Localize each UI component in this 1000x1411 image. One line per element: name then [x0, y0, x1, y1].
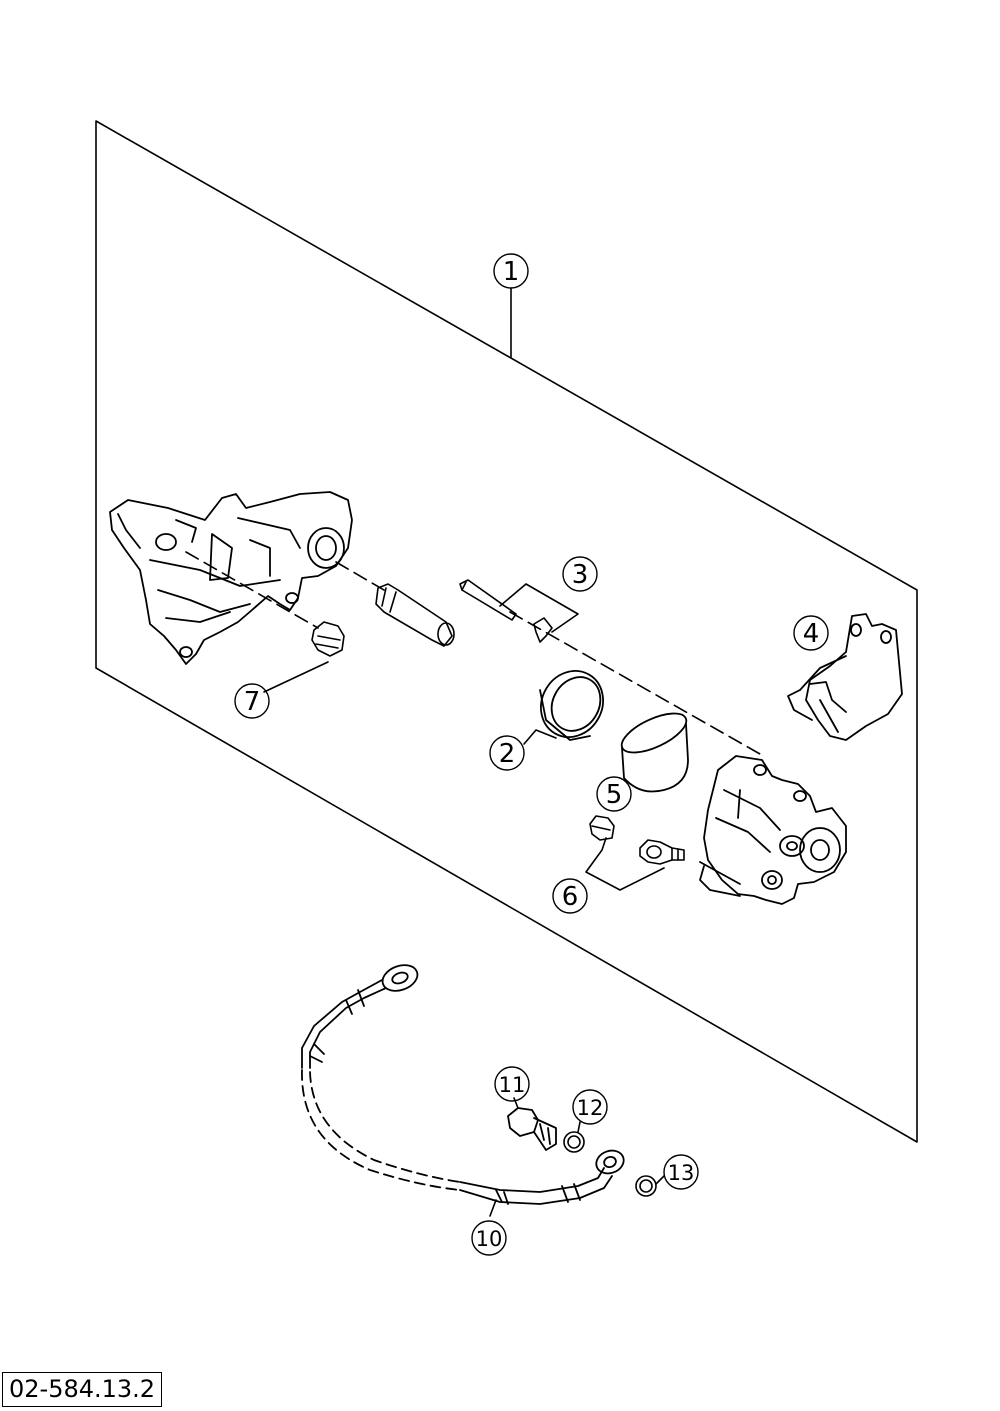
- bleeder-nipple-right: [639, 839, 685, 865]
- brake-hose: [301, 964, 625, 1205]
- washer-13: [635, 1175, 657, 1197]
- callout-label-5: 5: [606, 780, 623, 810]
- callout-label-11: 11: [499, 1073, 526, 1097]
- callout-label-4: 4: [803, 619, 820, 649]
- caliper-housing: [699, 755, 847, 905]
- drawing-code-label: 02-584.13.2: [2, 1372, 163, 1407]
- callout-label-13: 13: [668, 1161, 695, 1185]
- callout-circle-6: [552, 878, 588, 914]
- washer-12: [563, 1131, 585, 1153]
- seal-ring: [539, 670, 604, 741]
- leader-7: [263, 661, 329, 693]
- callout-circle-5: [596, 776, 632, 812]
- callout-circle-2: [489, 735, 525, 771]
- alignment-line-bracket-pin: [335, 561, 385, 591]
- leader-12: [577, 1121, 581, 1133]
- callout-circle-3: [562, 556, 598, 592]
- callout-label-12: 12: [577, 1096, 604, 1120]
- banjo-bolt: [507, 1107, 557, 1151]
- callout-label-1: 1: [503, 257, 520, 287]
- rubber-bushing: [311, 621, 345, 657]
- bleeder-nipple-left: [589, 815, 615, 841]
- callout-label-7: 7: [244, 687, 261, 717]
- callout-label-10: 10: [476, 1227, 503, 1251]
- leader-13: [655, 1175, 665, 1185]
- callout-circles: [234, 253, 829, 1256]
- leader-2: [523, 729, 557, 745]
- callout-circle-4: [793, 615, 829, 651]
- pad-pin: [459, 579, 517, 621]
- caliper-bracket: [109, 491, 353, 665]
- callout-label-3: 3: [572, 560, 589, 590]
- leader-6: [585, 837, 665, 891]
- callout-circle-11: [494, 1066, 530, 1102]
- callout-circle-13: [663, 1154, 699, 1190]
- piston: [620, 712, 689, 793]
- leader-10: [489, 1199, 497, 1217]
- alignment-line-bracket-bushing: [185, 551, 319, 629]
- callout-circle-10: [471, 1220, 507, 1256]
- alignment-line-pin-caliper: [509, 611, 761, 755]
- callout-label-2: 2: [499, 739, 516, 769]
- callout-circle-12: [572, 1089, 608, 1125]
- callout-label-6: 6: [562, 882, 579, 912]
- guide-pin: [375, 583, 455, 647]
- spring-clip: [533, 617, 553, 643]
- assembly-panel-outline: [95, 120, 918, 1143]
- callout-circle-1: [493, 253, 529, 289]
- callout-circle-7: [234, 683, 270, 719]
- leader-3: [499, 583, 579, 633]
- leader-11: [513, 1097, 519, 1109]
- brake-pads: [787, 613, 903, 741]
